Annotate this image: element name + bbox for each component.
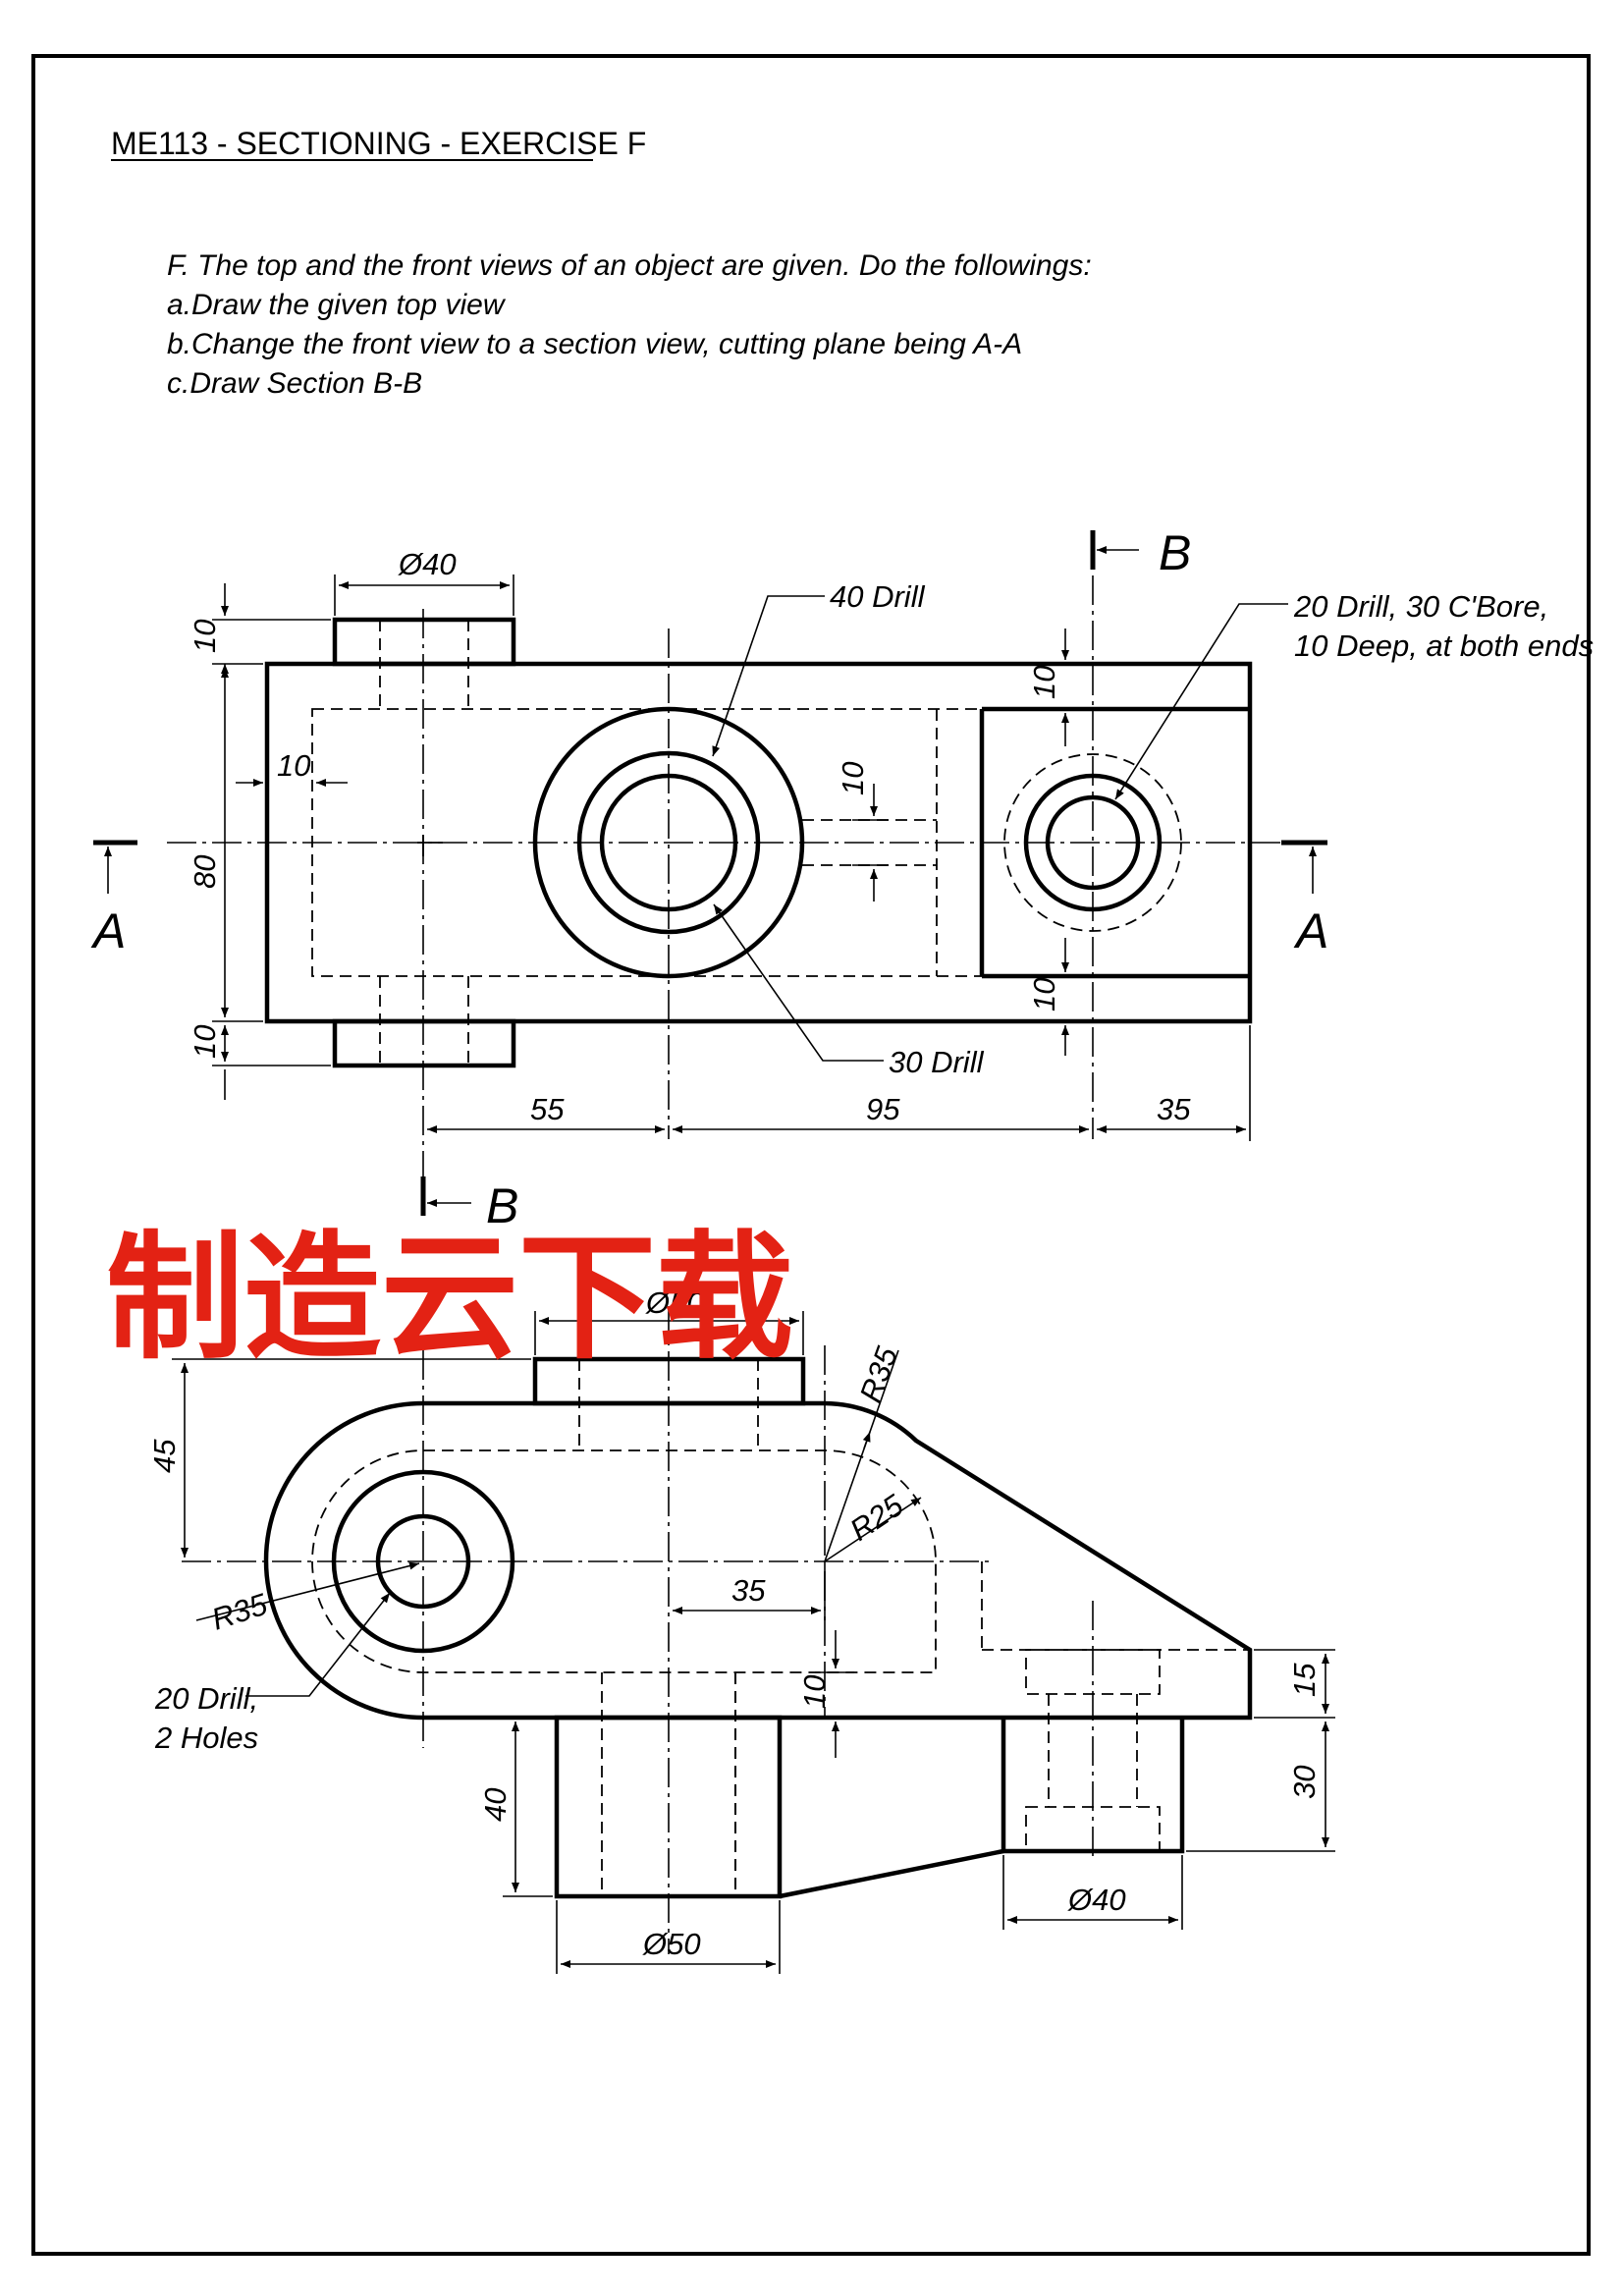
- dim-text-h3: 35: [1157, 1092, 1191, 1126]
- main-boss-outer-circle: [532, 706, 805, 979]
- drill-20-circle: [1045, 794, 1141, 891]
- leader-r35-top-arrow: [862, 1431, 871, 1449]
- sheet-border: [31, 54, 1591, 2256]
- dim-text-width: 80: [188, 855, 222, 889]
- leader-holes: [245, 1592, 391, 1697]
- left-hole-20-circle: [375, 1513, 471, 1610]
- leader-30-drill: [713, 903, 884, 1062]
- section-b-label-top: B: [1159, 525, 1191, 580]
- callout-cbore-line-1: 20 Drill, 30 C'Bore,: [1293, 589, 1548, 624]
- dim-text-h1: 55: [530, 1092, 565, 1126]
- section-b-label-bottom: B: [486, 1178, 518, 1233]
- dim-text-rib: 10: [836, 762, 870, 795]
- dim-text-r35-left: R35: [207, 1587, 272, 1637]
- callout-cbore-line-2: 10 Deep, at both ends: [1294, 629, 1594, 663]
- instruction-line-1: F. The top and the front views of an obj…: [167, 249, 1092, 282]
- section-a-label-right: A: [1293, 903, 1328, 958]
- leader-40-drill: [712, 595, 825, 757]
- dim-text-top-dia: Ø50: [645, 1285, 704, 1320]
- dim-text-r25: R25: [843, 1488, 909, 1548]
- cbore-top-hidden: [1025, 1649, 1161, 1695]
- holes-label-line-1: 20 Drill,: [154, 1681, 258, 1716]
- dim-text-wall-left: 10: [277, 748, 310, 783]
- boss-bottom-outline: [332, 1018, 516, 1068]
- dim-text-d35: 35: [731, 1573, 766, 1608]
- boss-top-outline: [332, 617, 516, 667]
- dim-text-dia50: Ø50: [642, 1927, 701, 1961]
- dim-text-boss-height-bottom: 10: [188, 1025, 222, 1059]
- holes-label-line-2: 2 Holes: [154, 1721, 258, 1755]
- cbore-hidden-circle: [1003, 753, 1182, 932]
- main-hole-30-circle: [599, 773, 738, 912]
- left-boss-outer-circle: [331, 1469, 515, 1654]
- section-a-label-left: A: [90, 903, 126, 958]
- dim-text-h40: 40: [478, 1788, 513, 1822]
- dim-text-h45: 45: [147, 1439, 182, 1473]
- cbore-bottom-hidden: [1025, 1806, 1161, 1852]
- front-view-outline: [263, 1400, 1253, 1721]
- dim-text-slot-bottom: 10: [1027, 978, 1061, 1011]
- leader-cbore: [1114, 603, 1288, 800]
- dim-text-slot-top: 10: [1027, 666, 1061, 699]
- sheet-title: ME113 - SECTIONING - EXERCISE F: [111, 126, 646, 161]
- bottom-left-boss-outline: [554, 1715, 783, 1899]
- dim-text-h15: 15: [1287, 1663, 1322, 1697]
- front-view: Ø50 45 R35 R25 35 10 R35 20 Drill, 2 Hol…: [147, 1285, 1335, 1974]
- callout-30-drill: 30 Drill: [889, 1045, 985, 1079]
- inner-cavity-hidden: [311, 1449, 937, 1673]
- top-view-body: [264, 661, 1253, 1024]
- top-boss-outline: [532, 1356, 806, 1406]
- instruction-line-4: c.Draw Section B-B: [167, 367, 422, 400]
- leader-r25: [824, 1497, 922, 1562]
- dim-text-boss-height-top: 10: [188, 620, 222, 653]
- web-underside-edge: [779, 1848, 1004, 1899]
- callout-40-drill: 40 Drill: [830, 579, 926, 614]
- top-view: A A B B Ø40 10 80 10 10: [90, 525, 1594, 1233]
- main-hole-40-circle: [576, 750, 761, 935]
- leader-r35-left: [195, 1561, 420, 1621]
- dim-text-r35-top: R35: [853, 1341, 905, 1406]
- dim-text-t10: 10: [797, 1675, 832, 1709]
- watermark: 制造云下载: [106, 1219, 793, 1379]
- instruction-line-3: b.Change the front view to a section vie…: [167, 328, 1022, 360]
- instruction-line-2: a.Draw the given top view: [167, 289, 507, 321]
- dim-text-h2: 95: [866, 1092, 900, 1126]
- leader-r35-top: [824, 1349, 899, 1562]
- cbore-30-circle: [1023, 773, 1163, 912]
- dim-text-boss-dia: Ø40: [398, 547, 457, 581]
- dim-text-dia40: Ø40: [1067, 1883, 1126, 1917]
- dim-text-h30: 30: [1287, 1766, 1322, 1799]
